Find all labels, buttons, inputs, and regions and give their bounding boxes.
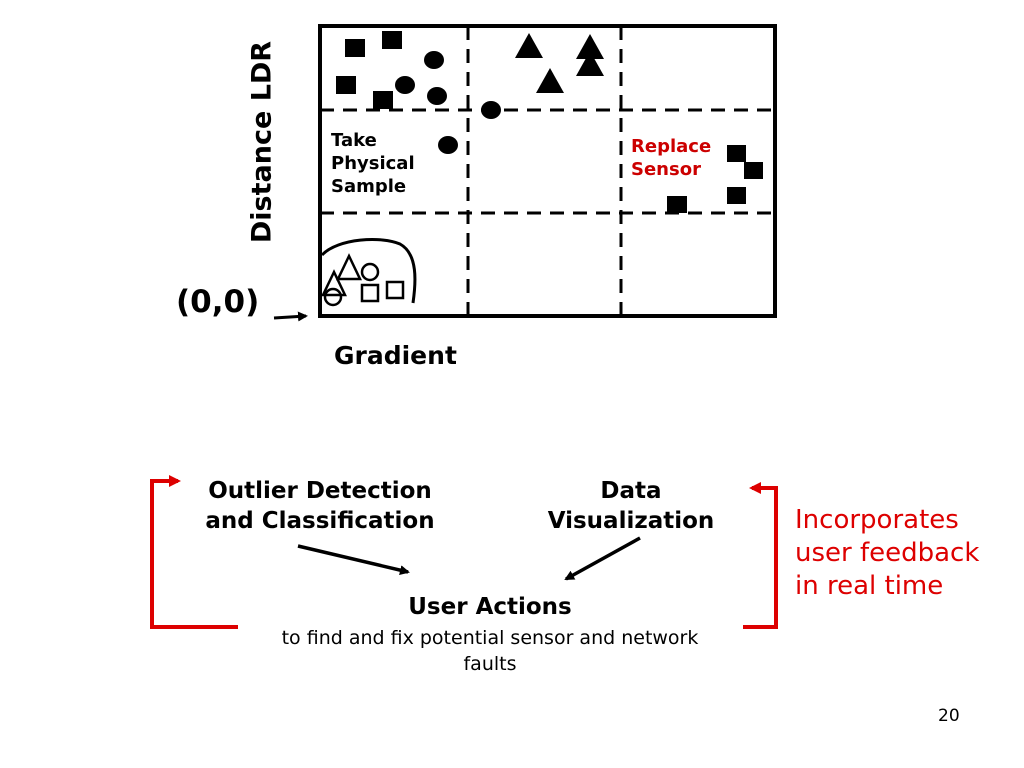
take-sample-line: Take: [331, 130, 377, 151]
triangle-marker: [576, 51, 604, 76]
square-marker: [382, 31, 402, 49]
square-marker: [667, 196, 687, 213]
user-actions-title: User Actions: [408, 594, 572, 620]
outlier-detection-line: Outlier Detection: [208, 478, 432, 504]
triangle-marker: [536, 68, 564, 93]
feedback-bracket-right: [743, 482, 778, 629]
take-sample-line: Physical: [331, 153, 415, 174]
feedback-note-line: in real time: [795, 571, 944, 601]
normal-cluster-outline: [320, 238, 417, 304]
outlier-detection-line: and Classification: [205, 508, 435, 534]
data-visualization-line: Data: [600, 478, 662, 504]
x-axis-label: Gradient: [334, 341, 457, 370]
circle-marker: [424, 51, 444, 69]
circle-outline-marker: [360, 262, 380, 282]
arrow-visualization-to-actions: [564, 536, 641, 581]
outlier-detection-title: Outlier Detection and Classification: [170, 476, 470, 536]
y-axis-label: Distance LDR: [246, 40, 278, 244]
square-outline-marker: [360, 283, 380, 303]
data-visualization-title: Data Visualization: [500, 476, 762, 536]
triangle-outline-marker: [336, 253, 362, 281]
triangle-marker: [576, 34, 604, 59]
arrow-outlier-to-actions: [297, 544, 410, 576]
square-marker: [345, 39, 365, 57]
square-marker: [744, 162, 763, 179]
feedback-note-line: user feedback: [795, 538, 980, 568]
circle-marker: [395, 76, 415, 94]
origin-label: (0,0): [176, 284, 260, 320]
circle-outline-marker: [323, 287, 343, 307]
data-visualization-line: Visualization: [547, 508, 715, 534]
circle-marker: [427, 87, 447, 105]
square-outline-marker: [385, 280, 405, 300]
square-marker: [727, 187, 746, 204]
take-sample-label: Take Physical Sample: [331, 129, 415, 198]
feedback-note-line: Incorporates: [795, 505, 959, 535]
triangle-outline-marker: [321, 269, 347, 297]
square-marker: [727, 145, 746, 162]
triangle-marker: [515, 33, 543, 58]
origin-arrow: [273, 311, 308, 322]
user-actions-subtitle: to find and fix potential sensor and net…: [281, 627, 699, 675]
take-sample-line: Sample: [331, 176, 407, 197]
circle-marker: [481, 101, 501, 119]
replace-sensor-line: Sensor: [631, 159, 701, 180]
plot-frame: [318, 24, 777, 318]
square-marker: [373, 91, 393, 109]
square-marker: [336, 76, 356, 94]
replace-sensor-line: Replace: [631, 136, 712, 157]
feedback-note: Incorporates user feedback in real time: [795, 504, 979, 603]
page-number: 20: [938, 706, 960, 726]
feedback-bracket-left: [150, 475, 238, 629]
replace-sensor-label: Replace Sensor: [631, 135, 711, 181]
circle-marker: [438, 136, 458, 154]
